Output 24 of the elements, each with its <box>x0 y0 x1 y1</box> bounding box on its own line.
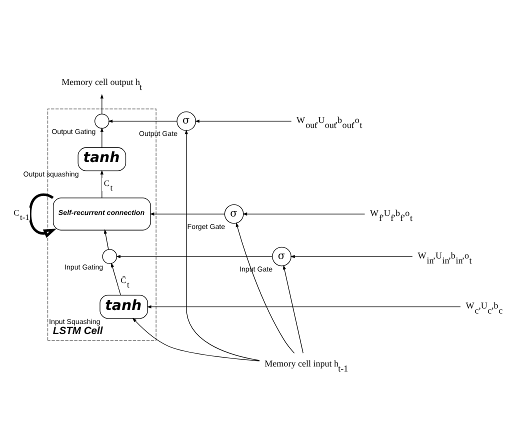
arrow <box>150 212 225 216</box>
arrow <box>132 317 260 361</box>
arrow <box>184 129 260 360</box>
node-box: tanh <box>78 146 126 171</box>
node-box: tanh <box>100 294 148 318</box>
arrow <box>110 262 121 295</box>
arrow <box>146 304 461 308</box>
arrow <box>100 126 104 148</box>
arrow <box>194 119 292 122</box>
arrow <box>236 222 295 353</box>
arrow <box>100 93 104 114</box>
arrow <box>290 254 413 258</box>
arrow <box>116 254 272 258</box>
arrow <box>104 228 109 250</box>
node-circle: σ <box>272 246 292 266</box>
arrow <box>282 264 304 353</box>
arrow <box>108 119 178 122</box>
arrow <box>242 212 366 216</box>
arrow <box>28 192 57 238</box>
node-circle <box>94 113 110 128</box>
node-circle: σ <box>224 204 244 224</box>
node-circle <box>102 248 118 264</box>
arrow <box>100 169 104 198</box>
node-circle: σ <box>176 111 196 130</box>
